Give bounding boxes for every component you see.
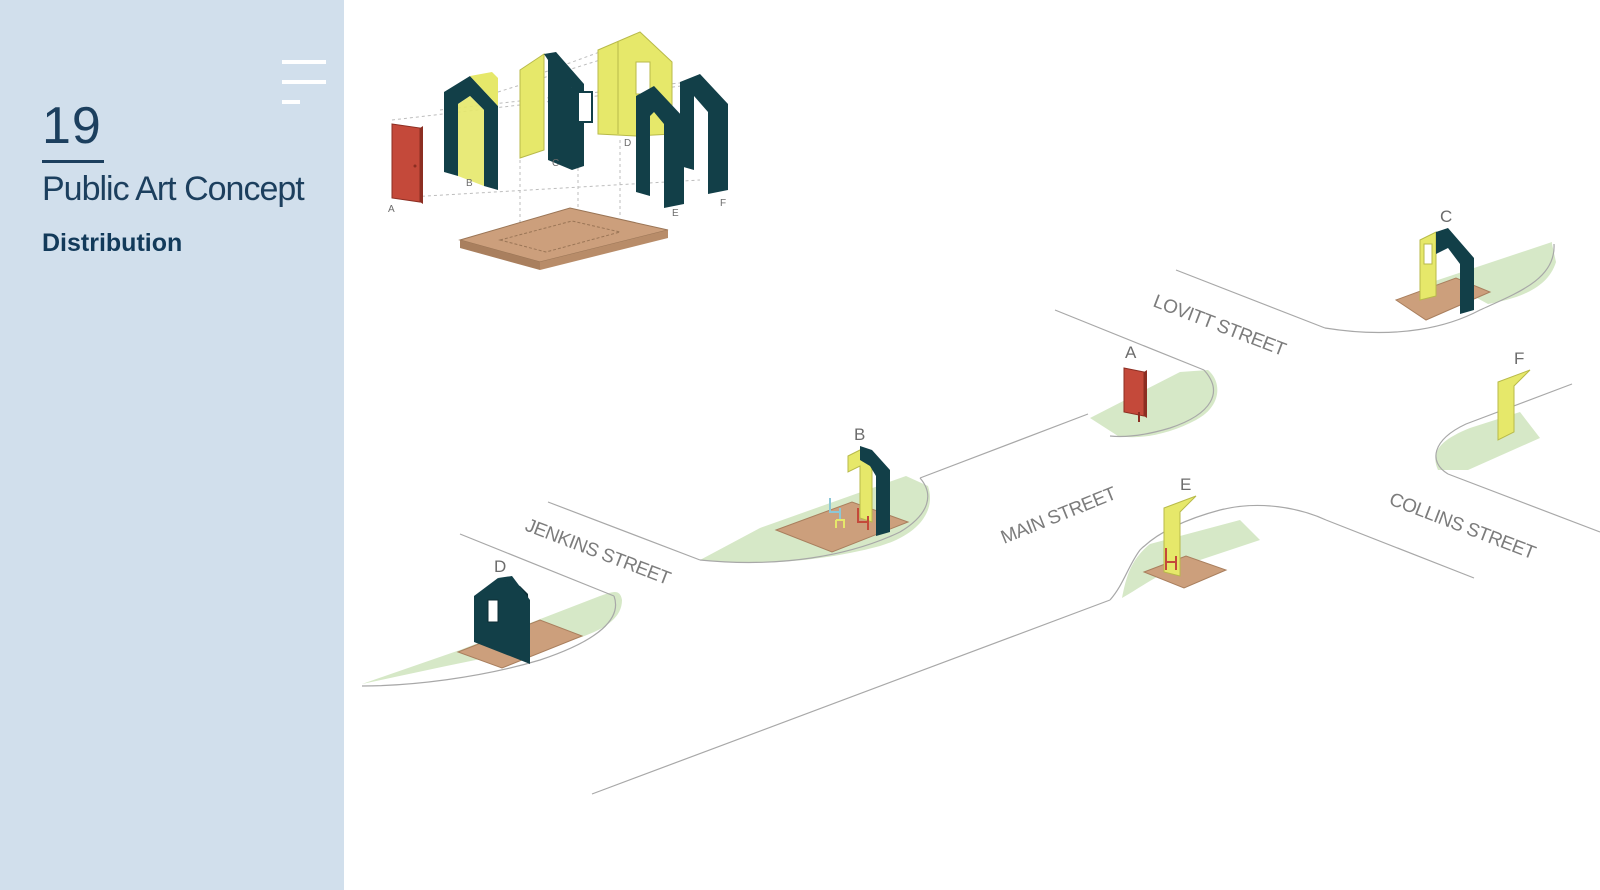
page-number: 19	[42, 97, 102, 155]
menu-line	[282, 100, 300, 104]
hamburger-menu-icon[interactable]	[282, 58, 328, 106]
pavilion-c[interactable]: C	[1394, 207, 1492, 321]
key-panel-b	[444, 72, 498, 190]
key-panel-a	[391, 123, 423, 204]
pavilion-label-c: C	[1440, 207, 1452, 226]
deck-slab	[458, 207, 669, 270]
key-panel-c	[519, 52, 593, 170]
key-label-d: D	[624, 138, 631, 149]
street-label-jenkins: JENKINS STREET	[522, 515, 674, 590]
pavilion-label-e: E	[1180, 475, 1191, 494]
pavilion-a[interactable]: A	[1123, 343, 1147, 422]
page-number-underline	[42, 160, 104, 163]
key-label-a: A	[388, 204, 395, 215]
chair-icon	[1165, 548, 1177, 570]
key-panel-d	[597, 31, 673, 137]
pavilion-b[interactable]: B	[774, 425, 910, 553]
page-subtitle: Distribution	[42, 229, 183, 257]
street-map: LOVITT STREET MAIN STREET JENKINS STREET…	[361, 207, 1600, 795]
key-panel-e	[636, 86, 684, 208]
pavilion-e[interactable]: E	[1142, 475, 1228, 589]
page-title: Public Art Concept	[42, 170, 305, 208]
exploded-view: A B C D E F	[388, 31, 728, 270]
key-label-f: F	[720, 198, 726, 209]
menu-line	[282, 60, 326, 64]
menu-line	[282, 80, 326, 84]
road-edges	[361, 243, 1600, 795]
key-panel-f	[680, 74, 728, 194]
pavilion-label-b: B	[854, 425, 865, 444]
key-label-c: C	[552, 158, 559, 169]
pavilion-label-a: A	[1125, 343, 1137, 362]
pavilion-label-d: D	[494, 557, 506, 576]
pavilion-label-f: F	[1514, 349, 1524, 368]
key-label-b: B	[466, 178, 473, 189]
street-label-lovitt: LOVITT STREET	[1150, 291, 1289, 361]
street-label-main: MAIN STREET	[998, 483, 1120, 549]
key-label-e: E	[672, 208, 679, 219]
chair-icon	[829, 498, 869, 530]
pavilion-d[interactable]: D	[456, 557, 584, 669]
sidebar: 19 Public Art Concept Distribution	[0, 0, 344, 890]
pavilion-f[interactable]: F	[1497, 349, 1531, 441]
